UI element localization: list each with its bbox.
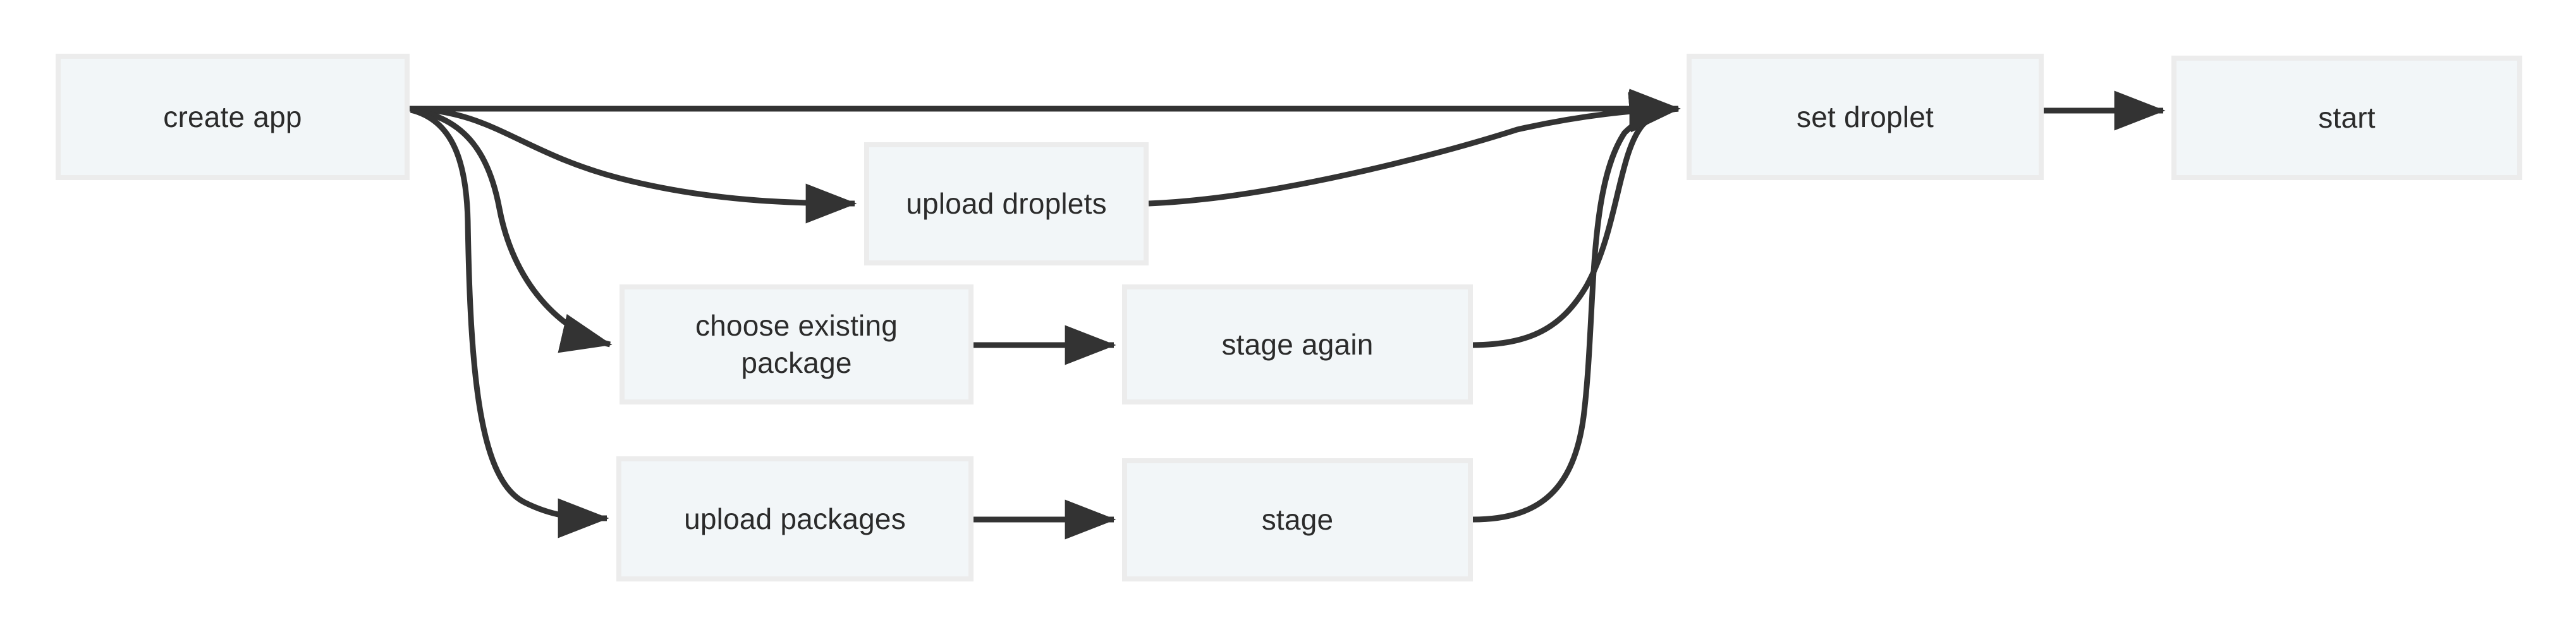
node-create-app[interactable]: create app	[56, 54, 410, 180]
node-label: upload droplets	[906, 187, 1107, 221]
node-stage-again[interactable]: stage again	[1122, 284, 1473, 404]
edge-upload-droplets-to-set-droplet	[1148, 89, 1681, 207]
node-label: upload packages	[684, 502, 906, 535]
edge-create-app-to-choose-existing-package	[410, 107, 613, 353]
node-label: create app	[163, 100, 302, 133]
edge-create-app-to-upload-droplets	[409, 106, 857, 224]
edge-stage-again-to-set-droplet	[1472, 92, 1681, 348]
node-label: start	[2318, 101, 2376, 135]
node-set-droplet[interactable]: set droplet	[1687, 54, 2044, 180]
node-label: choose existing package	[695, 309, 898, 379]
node-stage[interactable]: stage	[1122, 458, 1473, 581]
node-choose-existing-package[interactable]: choose existing package	[620, 284, 974, 404]
node-upload-packages[interactable]: upload packages	[616, 456, 974, 581]
node-start[interactable]: start	[2171, 56, 2522, 180]
edge-create-app-to-upload-packages	[410, 107, 609, 538]
node-label: stage	[1261, 503, 1334, 537]
node-upload-droplets[interactable]: upload droplets	[864, 142, 1149, 265]
edge-stage-to-set-droplet	[1472, 92, 1681, 523]
node-label: stage again	[1221, 327, 1374, 361]
node-label: set droplet	[1797, 100, 1934, 133]
